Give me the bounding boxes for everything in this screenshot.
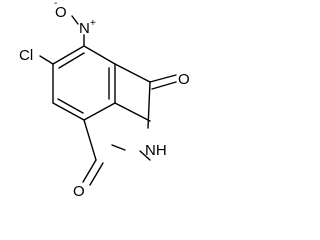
imide-ring [82,63,177,186]
bond-co-lower [82,159,97,183]
bond-ring-6 [52,45,85,65]
atom-label-nitro-n: N [79,20,90,37]
atom-label-chloro: Cl [19,47,33,64]
bond-ring-3 [83,102,116,121]
bond-co-upper [149,74,177,83]
bond-ring-4-inner [57,98,84,114]
bond-n-lower [139,150,151,161]
benzene-ring [52,45,116,121]
bond-co-lower-double [89,162,104,186]
bond-c2-n [83,119,97,161]
chemical-structure: O - N + Cl O NH O [19,0,190,200]
bond-ring-4 [52,102,85,121]
bond-co-upper-double [151,81,177,90]
bond-c1 [114,63,151,83]
bond-ring-1 [83,45,116,65]
bond-c-cl [39,55,54,65]
bond-ring-6-inner [58,52,85,69]
bond-c2 [114,102,151,122]
atom-label-nitro-o: O [55,4,67,21]
atom-label-imide-nh: NH [145,142,167,159]
bond-n-o [71,15,79,25]
charge-minus: - [54,0,57,9]
atom-label-carbonyl-o-lower: O [73,183,85,200]
structure-canvas: O - N + Cl O NH O [19,0,190,200]
atom-label-carbonyl-o-upper: O [178,71,190,88]
charge-plus: + [90,18,96,29]
bond-n-right [111,144,126,151]
bond-n-upper [147,81,151,129]
